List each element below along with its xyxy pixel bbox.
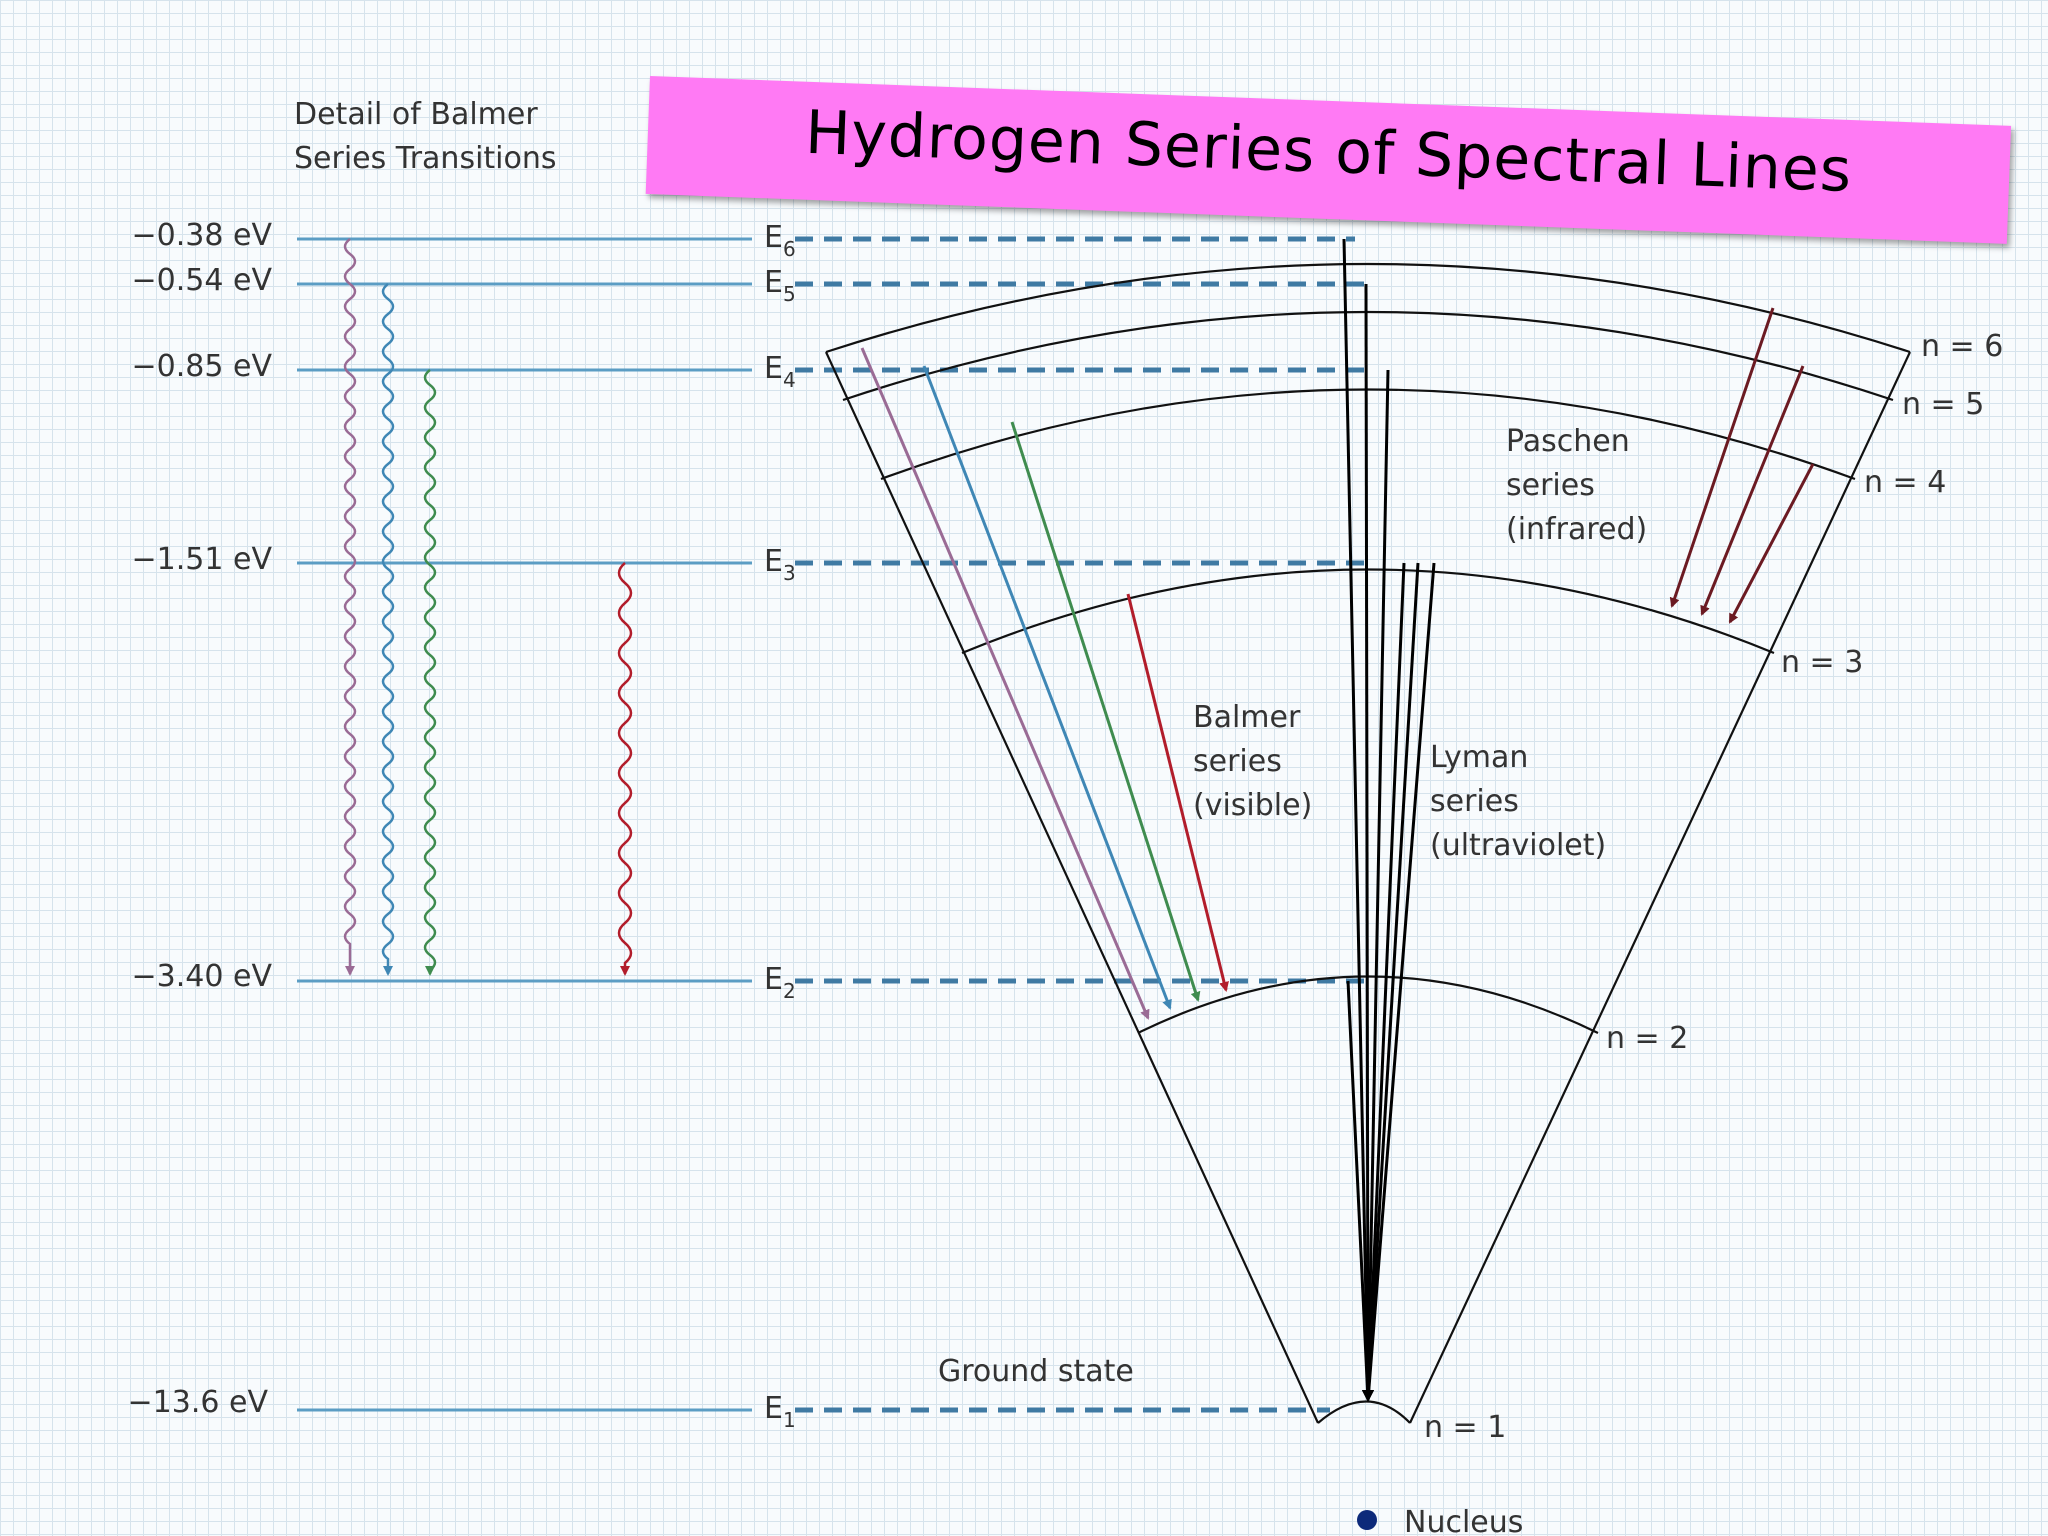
lyman-label-line2: series [1430,784,1519,819]
orbit-n1 [1318,1402,1410,1424]
wedge-left-edge [826,352,1318,1423]
balmer-transition-3-2 [619,563,631,974]
balmer-detail-heading-line1: Detail of Balmer [294,97,538,132]
level-label-3: E3 [764,544,796,585]
balmer-label-line1: Balmer [1193,700,1301,735]
paschen-label-line1: Paschen [1506,424,1630,459]
lyman-arrow-6-1 [1344,239,1368,1400]
level-label-6: E6 [764,220,796,261]
level-label-5: E5 [764,265,796,306]
balmer-detail-heading-line2: Series Transitions [294,141,557,176]
level-label-2: E2 [764,962,796,1003]
balmer-label-line2: series [1193,744,1282,779]
orbit-label-n3: n = 3 [1781,645,1863,680]
balmer-transition-6-2 [345,239,355,974]
orbit-label-n4: n = 4 [1864,465,1946,500]
energy-value-1: −13.6 eV [128,1385,269,1420]
orbit-label-n2: n = 2 [1606,1021,1688,1056]
energy-level-6: −0.38 eV E6 [132,218,1355,261]
energy-value-5: −0.54 eV [132,263,273,298]
nucleus-dot [1357,1510,1377,1530]
lyman-arrow-5-1 [1366,284,1368,1400]
paschen-label-line2: series [1506,468,1595,503]
balmer-transition-4-2 [425,370,435,974]
energy-level-2: −3.40 eV E2 [132,959,1365,1003]
orbit-label-n5: n = 5 [1902,387,1984,422]
lyman-arrow-3a-1 [1368,563,1404,1400]
lyman-label-line3: (ultraviolet) [1430,828,1606,863]
nucleus-label: Nucleus [1404,1505,1523,1536]
wedge-right-edge [1410,352,1910,1423]
energy-value-2: −3.40 eV [132,959,273,994]
paschen-arrow-4-3 [1730,464,1813,622]
energy-value-6: −0.38 eV [132,218,273,253]
balmer-arrow-4-2 [1012,422,1198,1000]
energy-level-5: −0.54 eV E5 [132,263,1365,306]
orbit-n6 [826,264,1910,352]
paschen-label-line3: (infrared) [1506,512,1647,547]
lyman-label-line1: Lyman [1430,740,1528,775]
balmer-arrow-6-2 [862,348,1148,1018]
lyman-arrow-3c-1 [1368,563,1434,1400]
balmer-transition-5-2 [383,284,393,974]
energy-level-4: −0.85 eV E4 [132,349,1365,392]
ground-state-label: Ground state [938,1354,1134,1389]
energy-level-1: −13.6 eV E1 [128,1385,1330,1432]
orbit-label-n6: n = 6 [1921,329,2003,364]
balmer-arrow-5-2 [924,366,1170,1008]
balmer-label-line3: (visible) [1193,788,1312,823]
energy-level-3: −1.51 eV E3 [132,542,1365,585]
energy-value-3: −1.51 eV [132,542,273,577]
lyman-arrows [1344,239,1434,1400]
orbit-n5 [843,312,1893,400]
level-label-4: E4 [764,351,796,392]
energy-value-4: −0.85 eV [132,349,273,384]
level-label-1: E1 [764,1391,796,1432]
orbit-label-n1: n = 1 [1424,1410,1506,1445]
